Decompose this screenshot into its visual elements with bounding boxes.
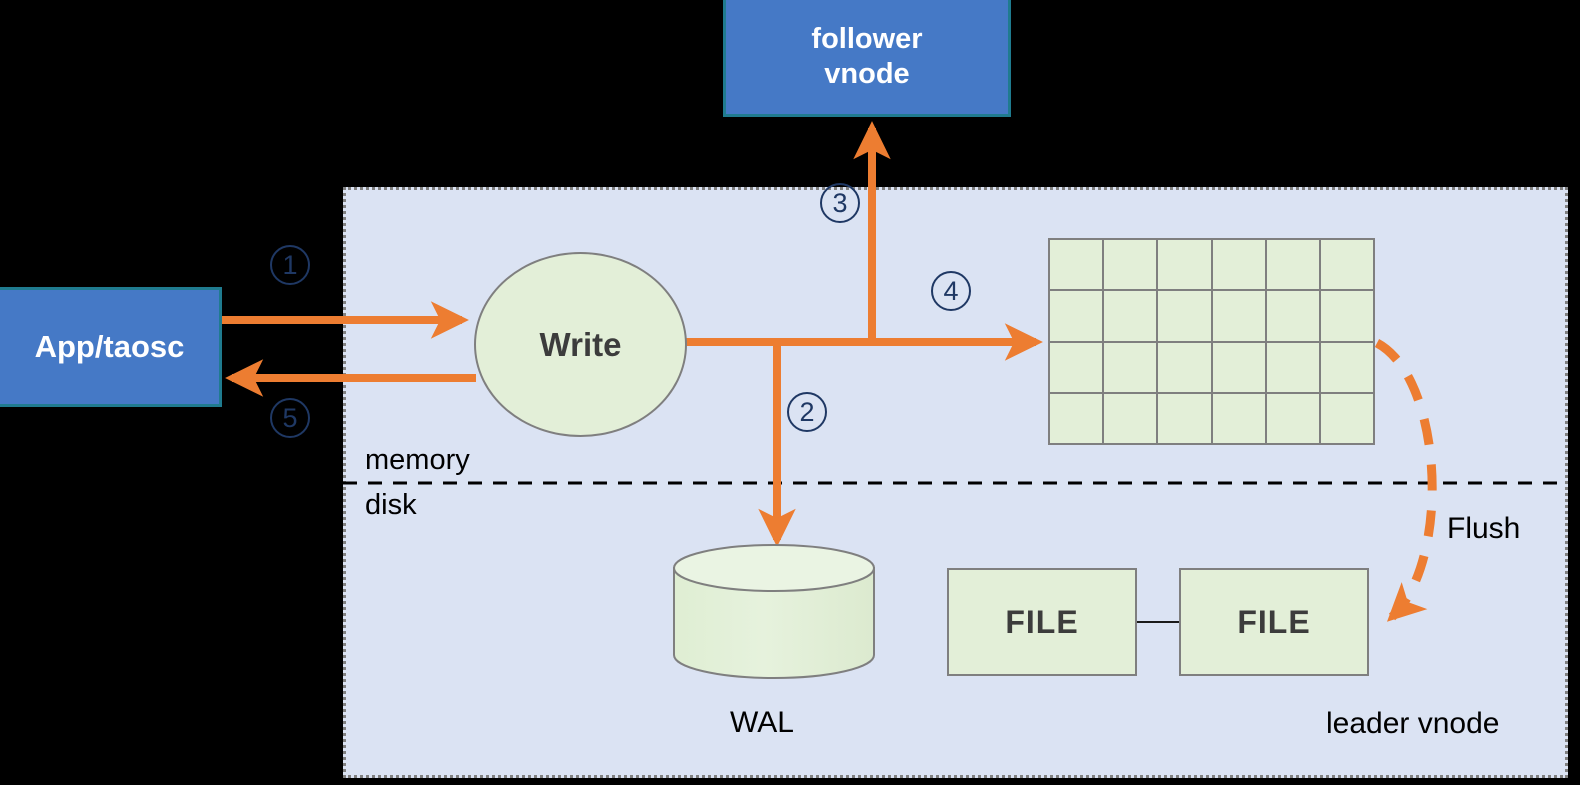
follower-vnode-box[interactable]: follower vnode	[723, 0, 1011, 117]
memtable-cell	[1212, 240, 1265, 290]
memtable-cell	[1320, 393, 1373, 443]
step-badge-4: 4	[931, 271, 971, 311]
memtable-cell	[1158, 393, 1211, 443]
write-node-label: Write	[539, 325, 622, 363]
file-connector-line	[1137, 621, 1179, 623]
memtable-cell	[1212, 393, 1265, 443]
disk-label: disk	[365, 489, 417, 521]
flush-label: Flush	[1447, 512, 1521, 545]
memtable-cell	[1158, 342, 1211, 392]
file-box-2-label: FILE	[1237, 603, 1311, 640]
memtable-cell	[1266, 393, 1319, 443]
app-taosc-label: App/taosc	[34, 328, 185, 364]
memtable-cell	[1266, 291, 1319, 341]
memtable-grid	[1048, 238, 1375, 445]
file-box-1-label: FILE	[1005, 603, 1079, 640]
file-box-1[interactable]: FILE	[947, 568, 1137, 676]
memtable-cell	[1104, 342, 1157, 392]
memtable-cell	[1320, 291, 1373, 341]
write-node[interactable]: Write	[474, 252, 687, 437]
memtable-cell	[1158, 291, 1211, 341]
step-badge-3: 3	[820, 183, 860, 223]
memtable-cell	[1104, 291, 1157, 341]
wal-label: WAL	[730, 706, 794, 739]
app-taosc-box[interactable]: App/taosc	[0, 287, 222, 407]
memtable-cell	[1050, 291, 1103, 341]
memtable-cell	[1050, 393, 1103, 443]
memory-label: memory	[365, 444, 470, 476]
memtable-cell	[1266, 240, 1319, 290]
memtable-cell	[1320, 342, 1373, 392]
memtable-cell	[1320, 240, 1373, 290]
memtable-cell	[1050, 342, 1103, 392]
file-box-2[interactable]: FILE	[1179, 568, 1369, 676]
memtable-cell	[1104, 240, 1157, 290]
memtable-cell	[1266, 342, 1319, 392]
memtable-cell	[1212, 291, 1265, 341]
follower-vnode-label-line2: vnode	[824, 57, 910, 90]
memtable-cell	[1104, 393, 1157, 443]
follower-vnode-label: follower vnode	[811, 22, 922, 90]
step-badge-2: 2	[787, 392, 827, 432]
leader-vnode-label: leader vnode	[1326, 707, 1500, 740]
memtable-cell	[1050, 240, 1103, 290]
step-badge-5: 5	[270, 398, 310, 438]
memtable-cell	[1158, 240, 1211, 290]
follower-vnode-label-line1: follower	[811, 23, 923, 56]
step-badge-1: 1	[270, 245, 310, 285]
memtable-cell	[1212, 342, 1265, 392]
